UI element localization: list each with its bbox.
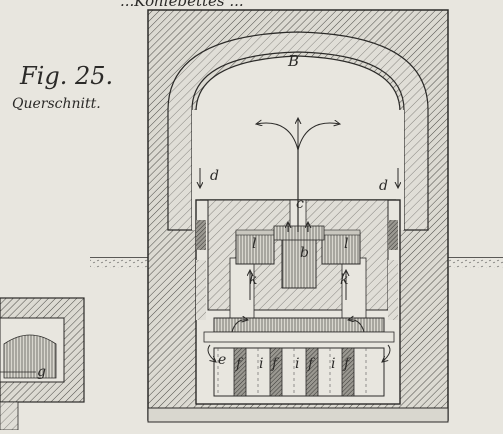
label-g: g [37, 364, 46, 380]
label-f-1: f [236, 356, 242, 372]
label-e: e [218, 352, 227, 368]
figure-subtitle: Querschnitt. [12, 96, 101, 112]
label-B: B [288, 52, 300, 70]
label-d-right: d [379, 178, 388, 194]
label-i-3: i [331, 356, 336, 372]
label-c: c [296, 196, 304, 212]
figure-title: Fig. 25. [20, 62, 114, 90]
label-f-2: f [272, 356, 278, 372]
label-d-left: d [210, 168, 219, 184]
center-retort-b [273, 225, 325, 289]
label-l-right: l [344, 236, 349, 252]
label-f-4: f [344, 356, 350, 372]
ground-right [448, 257, 503, 268]
ground-left [90, 257, 148, 268]
flue-channels [192, 110, 404, 230]
label-i-1: i [259, 356, 264, 372]
retort-cylinder-right [321, 229, 361, 265]
label-b: b [300, 245, 309, 261]
adjacent-drawing-left [0, 297, 85, 431]
retort-cylinder-left [235, 229, 275, 265]
distribution-slab [203, 317, 395, 343]
label-k-right: k [340, 272, 349, 288]
label-k-left: k [249, 272, 258, 288]
grate-bars [213, 347, 385, 397]
label-i-2: i [295, 356, 300, 372]
label-l-left: l [252, 236, 257, 252]
label-f-3: f [308, 356, 314, 372]
header-fragment: ...Kohlebettes ... [120, 0, 244, 10]
flow-arrows [200, 118, 398, 362]
